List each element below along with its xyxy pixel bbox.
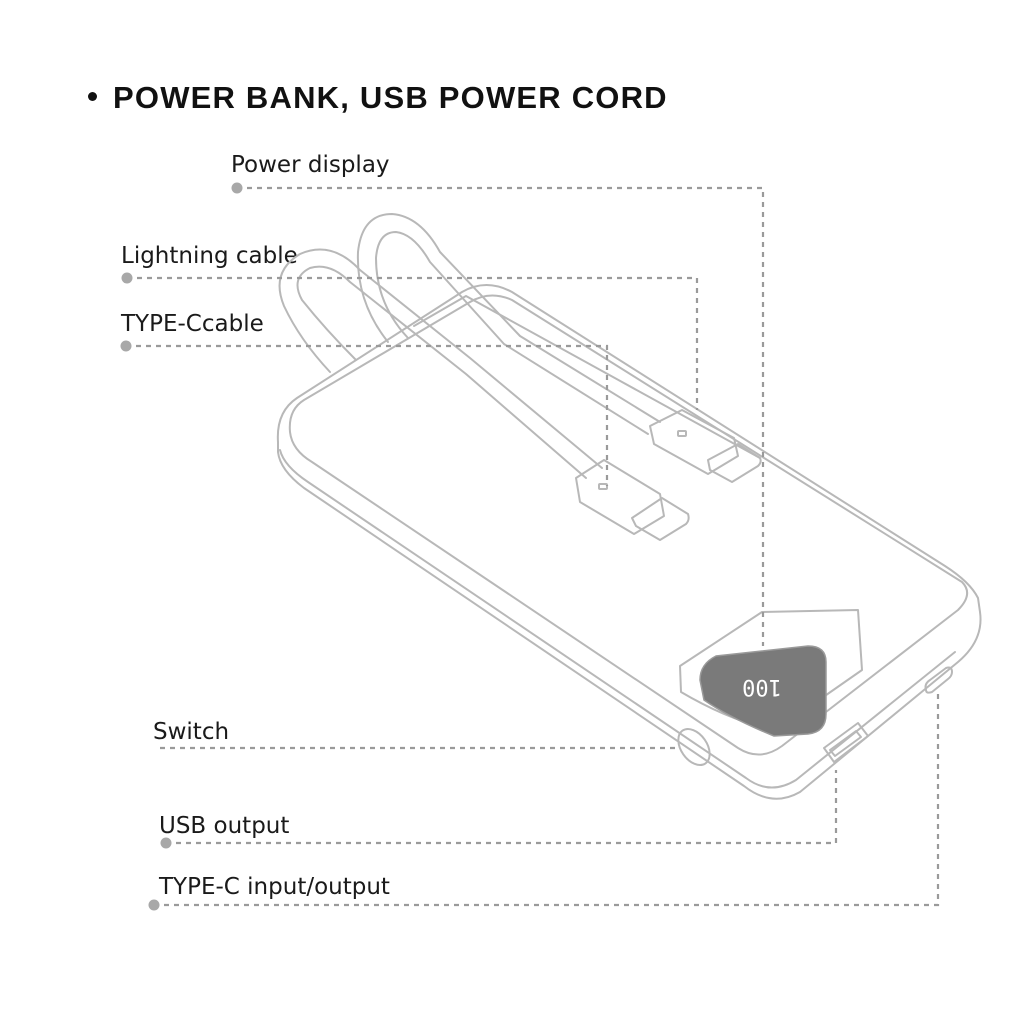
cable-tray	[413, 295, 761, 459]
power-bank-illustration	[276, 213, 982, 800]
lightning-connector	[649, 409, 739, 475]
typec-connector-mark	[598, 483, 608, 490]
dot-lightning-cable	[121, 272, 133, 284]
leader-lightning-cable	[127, 276, 699, 410]
typec-connector	[575, 459, 665, 535]
typec-cable-loop	[278, 248, 603, 469]
typec-port	[924, 666, 953, 694]
case-top-face	[288, 294, 969, 756]
usb-port	[823, 722, 869, 763]
dot-power-display	[231, 182, 243, 194]
case-side-edge	[279, 449, 956, 789]
lightning-cable-loop-inner	[375, 231, 649, 435]
leader-typec-io	[154, 692, 940, 907]
label-typec-cable: TYPE-Ccable	[121, 311, 264, 337]
display-screen	[699, 645, 827, 737]
lightning-connector-mark	[677, 430, 687, 437]
lightning-cable-loop	[356, 213, 661, 423]
label-switch: Switch	[153, 719, 230, 745]
case-outer	[276, 284, 982, 800]
dot-usb-output	[160, 837, 172, 849]
leader-typec-cable	[126, 344, 609, 486]
label-lightning-cable: Lightning cable	[121, 243, 298, 269]
dot-typec-cable	[120, 340, 132, 352]
leader-usb-output	[166, 770, 838, 845]
label-typec-io: TYPE-C input/output	[159, 874, 390, 900]
leader-lines	[126, 186, 940, 907]
leader-dots	[120, 182, 243, 911]
typec-cable-loop-inner	[296, 265, 587, 479]
bullet-icon	[88, 92, 97, 102]
heading-text: POWER BANK, USB POWER CORD	[113, 80, 668, 115]
dot-typec-io	[148, 899, 160, 911]
display-reading: 100	[742, 674, 782, 699]
label-power-display: Power display	[231, 152, 390, 178]
typec-connector-tip	[631, 497, 690, 541]
usb-port-inner	[829, 730, 862, 757]
label-usb-output: USB output	[159, 813, 290, 839]
diagram-heading: POWER BANK, USB POWER CORD	[88, 80, 668, 116]
lightning-connector-tip	[707, 443, 762, 483]
switch-button	[677, 727, 711, 767]
leader-power-display	[237, 186, 765, 646]
